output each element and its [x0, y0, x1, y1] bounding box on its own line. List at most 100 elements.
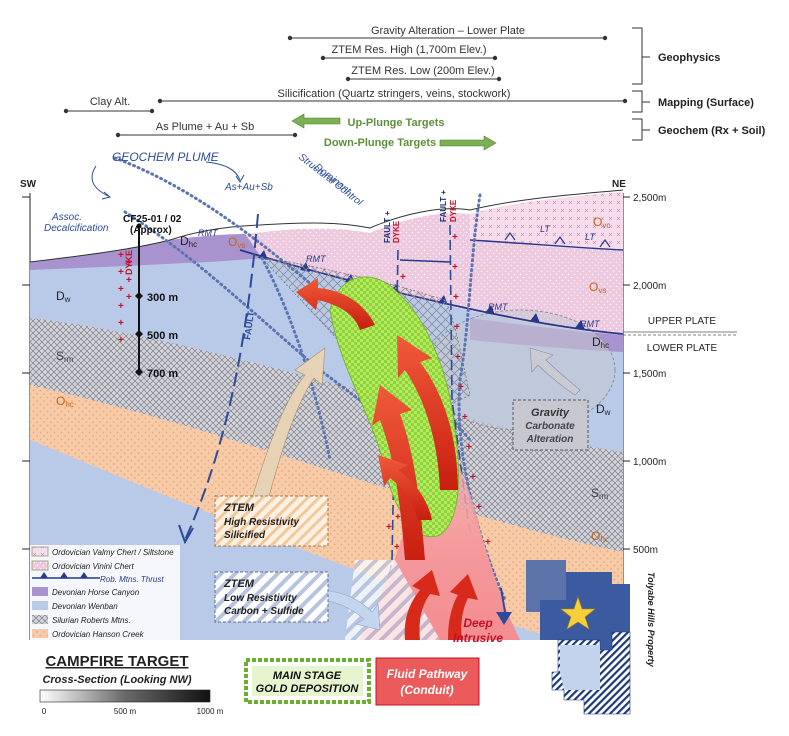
- fault-label-left: FAULT: [242, 310, 256, 340]
- svg-text:+: +: [395, 512, 401, 523]
- topography-line: [29, 189, 624, 263]
- unit-ohc-right: Ohc: [591, 529, 609, 544]
- elev-2000: 2,000m: [633, 281, 666, 292]
- blue-arrow-down-right: [496, 588, 512, 625]
- svg-text:+: +: [453, 292, 459, 303]
- svg-text:+: +: [462, 412, 468, 423]
- geophysics-label: Geophysics: [658, 52, 720, 64]
- clay-bar: Clay Alt.: [63, 96, 155, 114]
- elev-1000: 1,000m: [633, 457, 666, 468]
- inset-map: Toiyabe Hills Property: [526, 560, 656, 715]
- svg-text:Ordovician Hanson Creek: Ordovician Hanson Creek: [52, 630, 145, 639]
- fluid-arrow-3: [296, 278, 375, 330]
- svg-text:+: +: [118, 318, 124, 329]
- unit-ovc: Ovc: [593, 215, 610, 230]
- gravity-callout: Gravity Carbonate Alteration: [512, 399, 589, 451]
- legend-item-vinini: Ordovician Vinini Chert: [31, 560, 134, 571]
- elev-2500: 2,500m: [633, 193, 666, 204]
- category-brackets: [632, 27, 650, 141]
- top-bars: Gravity Alteration – Lower Plate ZTEM Re…: [63, 25, 766, 151]
- svg-text:Gravity: Gravity: [531, 407, 570, 419]
- fault-plus-label-right: FAULT +: [439, 190, 448, 222]
- scale-label-500: 500 m: [114, 707, 137, 716]
- up-plunge-label: Up-Plunge Targets: [348, 117, 445, 129]
- unit-dhc-left: Dhc: [180, 234, 197, 249]
- depth-700: 700 m: [147, 368, 178, 380]
- drillhole-label-1: CF25-01 / 02: [123, 214, 182, 225]
- rmt-label-4: RMT: [580, 319, 601, 329]
- fluid-arrow-6: [448, 574, 478, 640]
- unit-srm-right: Srm: [591, 486, 609, 501]
- rmt-label-1: RMT: [198, 228, 219, 238]
- drillhole: CF25-01 / 02 (Approx) 300 m 500 m 700 m: [123, 214, 182, 380]
- down-plunge-arrow: Down-Plunge Targets: [324, 135, 497, 151]
- tan-arrow-ztem-high: [251, 347, 326, 501]
- assoc-label-1: Assoc.: [51, 212, 82, 223]
- ztem-low-bar-label: ZTEM Res. Low (200m Elev.): [351, 65, 494, 77]
- scale-label-0: 0: [42, 707, 47, 716]
- svg-text:+: +: [386, 522, 392, 533]
- down-plunge-label: Down-Plunge Targets: [324, 137, 436, 149]
- main-stage-box: MAIN STAGE GOLD DEPOSITION: [244, 658, 371, 704]
- svg-text:Silicified: Silicified: [224, 530, 266, 541]
- svg-text:Rob. Mtns. Thrust: Rob. Mtns. Thrust: [100, 575, 164, 584]
- drillhole-label-2: (Approx): [130, 225, 172, 236]
- elev-1500: 1,500m: [633, 369, 666, 380]
- clay-bar-label: Clay Alt.: [90, 96, 130, 108]
- geochem-plume-label: GEOCHEM PLUME: [112, 150, 220, 164]
- svg-text:+: +: [485, 537, 491, 548]
- ne-label: NE: [612, 179, 626, 190]
- scale-bar: 0 500 m 1000 m: [39, 689, 224, 716]
- rmt-label-3: RMT: [488, 302, 509, 312]
- svg-text:High Resistivity: High Resistivity: [224, 517, 299, 528]
- unit-ovs-left: Ovs: [228, 235, 245, 250]
- silicification-bar: Silicification (Quartz stringers, veins,…: [157, 88, 628, 104]
- svg-text:+: +: [118, 250, 124, 261]
- svg-text:Silurian Roberts Mtns.: Silurian Roberts Mtns.: [52, 616, 131, 625]
- unit-dw-right: Dw: [596, 402, 611, 417]
- as-plume-bar: As Plume + Au + Sb: [115, 121, 298, 138]
- inset-label: Toiyabe Hills Property: [646, 572, 656, 668]
- assoc-label-2: Decalcification: [44, 223, 109, 234]
- legend-item-valmy: Ordovician Valmy Chert / Siltstone: [31, 546, 174, 557]
- dyke-label-right: DYKE: [449, 199, 458, 222]
- svg-text:Carbon + Sulfide: Carbon + Sulfide: [224, 606, 304, 617]
- unit-labels: Ovc Ovs Ovs Dhc Dhc Dw Dw Srm Srm Ohc Oh…: [56, 215, 611, 544]
- lower-plate-label: LOWER PLATE: [647, 343, 718, 354]
- as-au-sb-label: As+Au+Sb: [224, 182, 273, 193]
- svg-text:+: +: [466, 442, 472, 453]
- upper-plate-label: UPPER PLATE: [648, 316, 716, 327]
- svg-text:ZTEM: ZTEM: [223, 578, 255, 590]
- svg-text:Devonian Horse Canyon: Devonian Horse Canyon: [52, 588, 140, 597]
- svg-text:Deep: Deep: [463, 616, 492, 630]
- fault-left: FAULT: [178, 213, 259, 545]
- svg-text:+: +: [118, 267, 124, 278]
- lt-label-1: LT: [540, 224, 551, 234]
- svg-text:+: +: [452, 232, 458, 243]
- legend-item-wenban: Devonian Wenban: [32, 601, 118, 611]
- blue-arrow-ztem-low: [321, 589, 381, 631]
- legend: Ordovician Valmy Chert / Siltstone Ordov…: [30, 545, 180, 649]
- structural-control-label: Structural Control: [296, 152, 365, 209]
- svg-text:Fluid Pathway: Fluid Pathway: [387, 667, 469, 681]
- legend-item-thrust: Rob. Mtns. Thrust: [32, 572, 164, 584]
- fluid-arrow-5: [404, 570, 440, 640]
- figure-title-block: CAMPFIRE TARGET Cross-Section (Looking N…: [42, 653, 191, 686]
- svg-text:GOLD DEPOSITION: GOLD DEPOSITION: [256, 683, 360, 695]
- ztem-high-bar-label: ZTEM Res. High (1,700m Elev.): [331, 44, 486, 56]
- svg-text:Low Resistivity: Low Resistivity: [224, 593, 297, 604]
- figure-subtitle: Cross-Section (Looking NW): [42, 674, 191, 686]
- ztem-low-bar: ZTEM Res. Low (200m Elev.): [345, 65, 502, 82]
- legend-item-roberts-mtns: Silurian Roberts Mtns.: [32, 615, 131, 625]
- plume-annotations: GEOCHEM PLUME As+Au+Sb Assoc. Decalcific…: [44, 150, 365, 234]
- svg-text:Ordovician Vinini Chert: Ordovician Vinini Chert: [52, 562, 134, 571]
- fluid-arrow-2: [397, 335, 458, 490]
- dyke-label-center: DYKE: [392, 220, 401, 243]
- inset-parcel-light: [560, 645, 600, 690]
- svg-text:Carbonate: Carbonate: [525, 421, 575, 432]
- svg-text:+: +: [126, 275, 132, 286]
- depth-500: 500 m: [147, 330, 178, 342]
- svg-text:MAIN STAGE: MAIN STAGE: [273, 670, 342, 682]
- plate-boundary: UPPER PLATE LOWER PLATE: [623, 316, 737, 354]
